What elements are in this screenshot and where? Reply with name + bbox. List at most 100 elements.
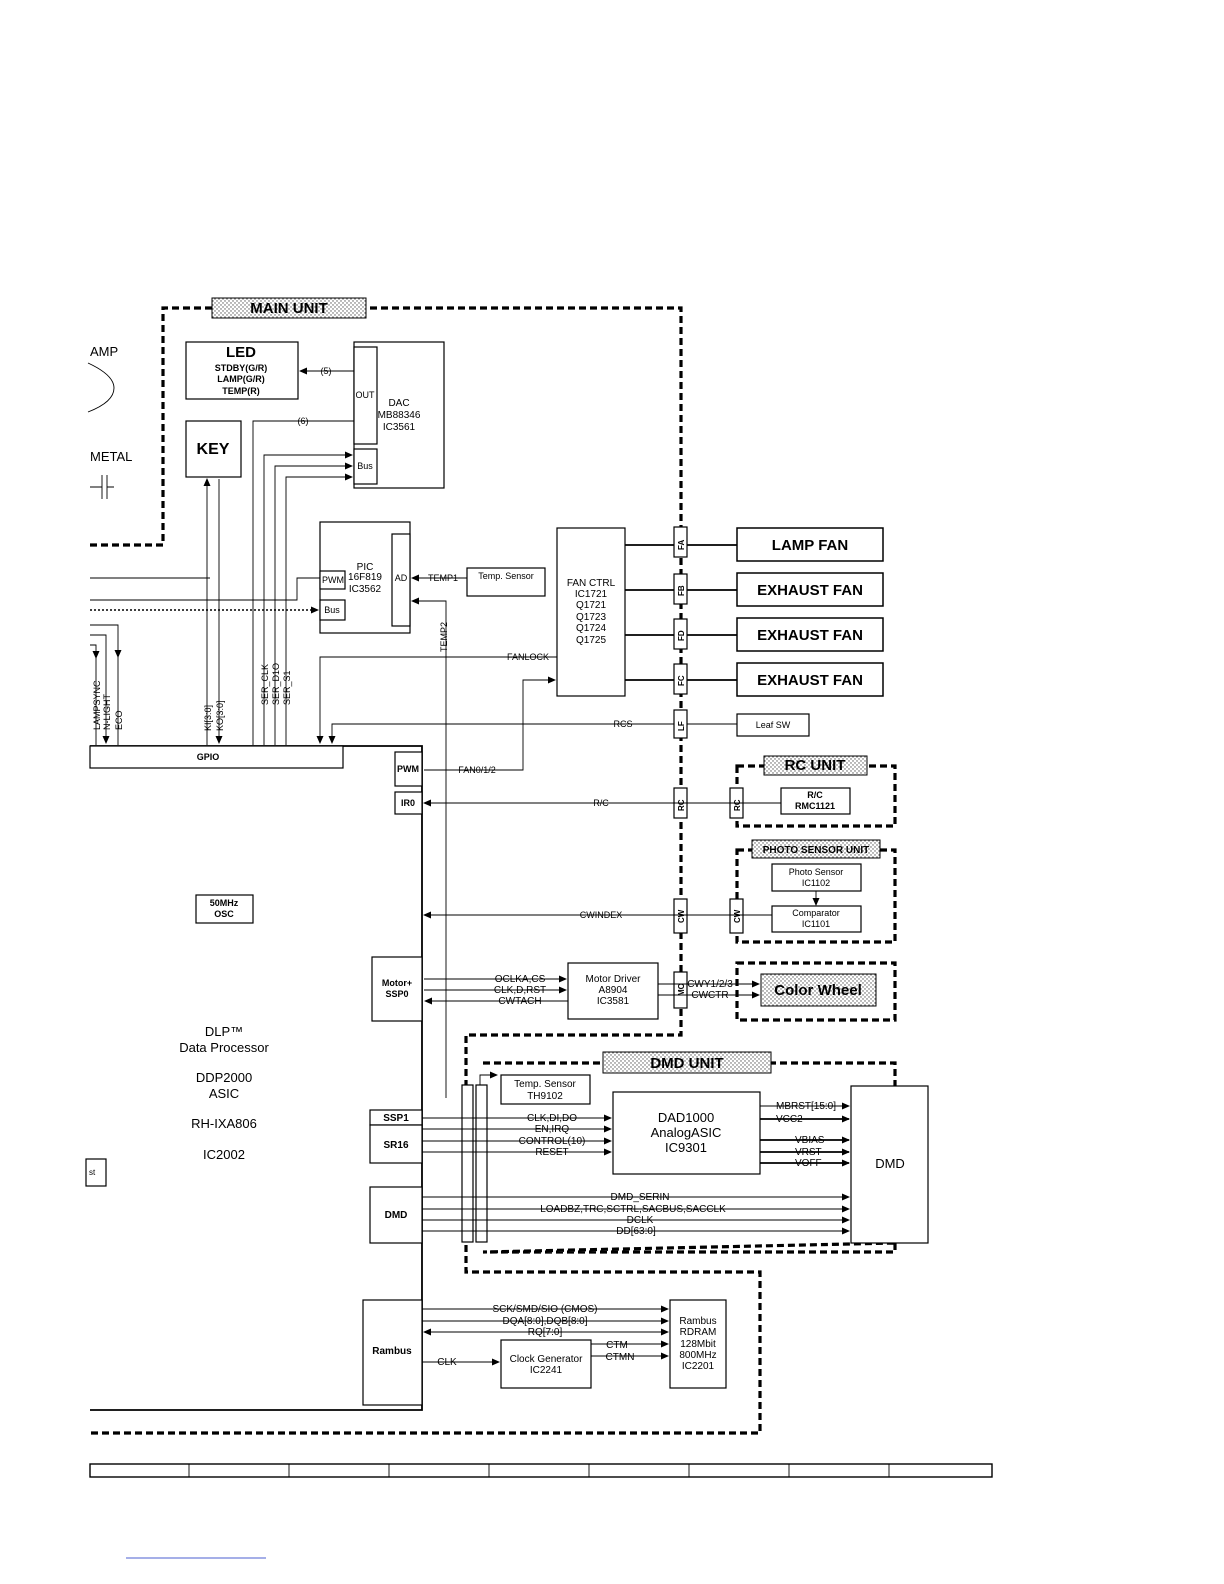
osc-line1: 50MHz	[210, 898, 239, 908]
sig-vbias: VBIAS	[795, 1135, 825, 1146]
dmd-temp-line2: TH9102	[527, 1091, 563, 1102]
lamp-partial-shape	[87, 362, 115, 413]
dac-line2: MB88346	[378, 410, 421, 421]
rdram-line3: 800MHz	[679, 1350, 716, 1361]
sig-dqa: DQA[8:0],DQB[8:0]	[502, 1316, 587, 1327]
conn-cw2-label: CW	[733, 909, 742, 923]
eco-wire	[90, 624, 122, 658]
conn-fc	[673, 663, 688, 695]
led-line1: STDBY(G/R)	[215, 363, 268, 373]
conn-fb-label: FB	[677, 585, 686, 596]
photo-sensor-line1: Photo Sensor	[789, 867, 844, 877]
conn-cw2	[729, 898, 744, 934]
asic-ssp1-label: SSP1	[383, 1113, 409, 1124]
sig-nlight: N-LIGHT	[102, 693, 112, 730]
conn-fa-label: FA	[677, 540, 686, 550]
dmd-temp-line1: Temp. Sensor	[514, 1079, 576, 1090]
fanlock-wire	[316, 656, 557, 744]
bus-bar-link	[479, 1071, 498, 1085]
dac-line1: DAC	[388, 398, 409, 409]
photo-sensor-line2: IC1102	[802, 878, 830, 888]
rc-line1: R/C	[807, 790, 823, 800]
pic-pwm-label: PWM	[322, 575, 344, 585]
rcs-wire	[328, 723, 737, 744]
exhaust-fan-1-box	[736, 572, 884, 607]
main-unit-title: MAIN UNIT	[250, 300, 328, 317]
leaf-sw-box	[736, 713, 810, 737]
photo-unit-tag	[751, 839, 881, 859]
sig-vcc2: VCC2	[776, 1114, 803, 1125]
pic-ad-port	[391, 533, 411, 627]
asic-line0: DLP™	[205, 1024, 243, 1039]
rdram-line0: Rambus	[679, 1316, 716, 1327]
leaf-sw-label: Leaf SW	[756, 720, 791, 730]
sig-loadbz: LOADBZ,TRC,SCTRL,SACBUS,SACCLK	[540, 1204, 726, 1215]
asic-motor-line2: SSP0	[385, 989, 408, 999]
sig-ko: KO[3:0]	[215, 700, 225, 731]
dad-line3: IC9301	[665, 1140, 707, 1155]
dac-line3: IC3561	[383, 422, 416, 433]
pic-line1: PIC	[357, 562, 374, 573]
clock-gen-line1: Clock Generator	[510, 1354, 583, 1365]
asic-ir0-label: IR0	[401, 798, 415, 808]
bus-bar-2	[475, 1084, 488, 1243]
rdram-line4: IC2201	[682, 1361, 715, 1372]
asic-motor-port	[371, 956, 423, 1022]
photo-sensor-box	[771, 863, 862, 892]
rc-unit-title: RC UNIT	[785, 757, 846, 774]
rdram-box	[669, 1299, 727, 1389]
sig-dclk: DCLK	[627, 1215, 654, 1226]
test-partial-box	[85, 1158, 107, 1187]
clock-gen-line2: IC2241	[530, 1365, 563, 1376]
gpio-box	[89, 745, 344, 769]
nlight-wire	[90, 634, 110, 744]
sig-fan012: FAN0/1/2	[458, 765, 496, 775]
exhaust-fan-2-box	[736, 617, 884, 652]
dmd-unit-tag	[602, 1051, 772, 1074]
sig-mbrst: MBRST[15:0]	[776, 1101, 836, 1112]
color-wheel-label: Color Wheel	[774, 982, 862, 999]
conn-fd-label: FD	[677, 630, 686, 641]
pic-line3: IC3562	[349, 584, 382, 595]
bus-bar-1	[461, 1084, 474, 1243]
pic-pwm-port	[319, 570, 346, 590]
sig-dmd-serin: DMD_SERIN	[611, 1192, 670, 1203]
main-unit-border	[90, 306, 762, 1435]
sig-temp2: TEMP2	[439, 622, 449, 652]
conn-rc1-label: RC	[677, 799, 686, 811]
temp-sensor-box	[466, 567, 546, 597]
dad-line1: DAD1000	[658, 1110, 714, 1125]
pic-bus-port	[319, 599, 346, 621]
conn-cw1	[673, 898, 688, 934]
exhaust-fan-2-label: EXHAUST FAN	[757, 627, 863, 644]
comparator-line1: Comparator	[792, 908, 840, 918]
asic-rambus-label: Rambus	[372, 1346, 412, 1357]
test-partial-label: st	[89, 1168, 96, 1177]
bottom-ruler	[89, 1463, 993, 1478]
sig-ser-dio: SER_D1O	[271, 663, 281, 705]
fan-ctrl-line2: Q1721	[576, 600, 606, 611]
sig-rc: R/C	[593, 798, 609, 808]
dad-line2: AnalogASIC	[651, 1125, 722, 1140]
lamp-partial-label: AMP	[90, 344, 118, 359]
sig-cwtach: CWTACH	[498, 996, 541, 1007]
dmd-temp-box	[500, 1074, 591, 1105]
sig-dd: DD[63:0]	[616, 1226, 656, 1237]
sig-n5: (5)	[321, 366, 332, 376]
led-box	[185, 341, 299, 400]
photo-unit-title: PHOTO SENSOR UNIT	[763, 845, 870, 856]
asic-line1: Data Processor	[179, 1040, 269, 1055]
metal-partial-shape	[90, 475, 114, 499]
comparator-line2: IC1101	[802, 919, 830, 929]
sig-sck: SCK/SMD/SIO (CMOS)	[492, 1304, 597, 1315]
bus-wire-3	[285, 473, 353, 745]
sig-clk: CLK	[437, 1357, 457, 1368]
sig-lampsync: LAMPSYNC	[92, 680, 102, 730]
sig-ki: KI[3:0]	[203, 705, 213, 731]
dac-bus-port	[353, 448, 378, 485]
osc-box	[195, 894, 254, 924]
clock-gen-box	[500, 1339, 592, 1389]
motor-driver-line2: A8904	[599, 985, 628, 996]
asic-dmd-port	[369, 1186, 423, 1244]
